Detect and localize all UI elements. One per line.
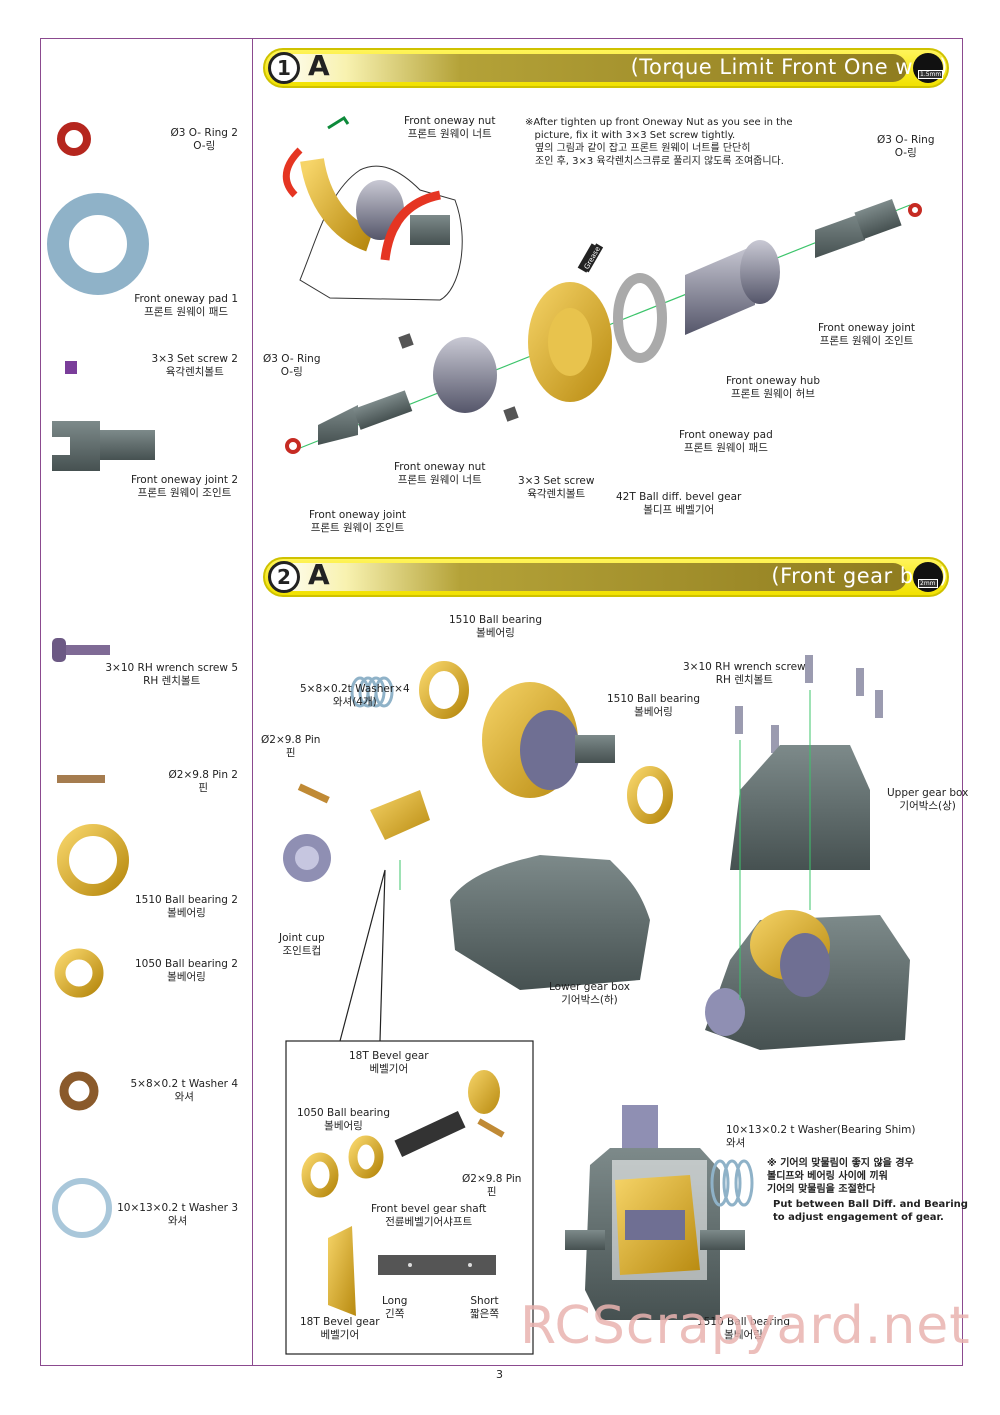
washer-5x8-icon bbox=[59, 1071, 99, 1111]
parts-column-divider bbox=[252, 38, 253, 1366]
hex-wrench-icon: 1.5mm bbox=[913, 53, 944, 83]
gearbox-exploded-view bbox=[283, 661, 673, 990]
gearbox-cutaway-view bbox=[565, 1105, 754, 1320]
step2-number-badge: 2 bbox=[268, 561, 300, 593]
upper-gearbox-assembly bbox=[705, 655, 910, 1050]
step1-note-en: ※After tighten up front Oneway Nut as yo… bbox=[525, 117, 793, 141]
hand-tightening-illustration bbox=[282, 115, 463, 301]
watermark: RCScrapyard.net bbox=[520, 1296, 971, 1356]
o-ring-icon bbox=[57, 122, 91, 156]
wrench-screw-icon bbox=[52, 638, 110, 662]
hex-wrench-icon: 2mm bbox=[913, 562, 943, 592]
oneway-joint-icon bbox=[52, 421, 155, 471]
step2-letter: A bbox=[308, 558, 330, 591]
shim-note-ko: ※ 기어의 맞물림이 좋지 않을 경우 볼디프와 베어링 사이에 끼워 기어의 … bbox=[767, 1158, 914, 1195]
ball-bearing-1050-icon bbox=[54, 948, 104, 998]
step1-title: (Torque Limit Front One way) bbox=[630, 55, 948, 79]
step1-banner bbox=[263, 48, 949, 88]
shim-note-en: Put between Ball Diff. and Bearing to ad… bbox=[773, 1199, 968, 1223]
pin-icon bbox=[57, 775, 105, 783]
bevel-gear-detail-box bbox=[285, 869, 534, 1355]
ball-bearing-1510-icon bbox=[57, 824, 129, 896]
oneway-pad-icon bbox=[47, 193, 149, 295]
torque-limit-exploded-view bbox=[285, 199, 922, 454]
step2-banner bbox=[263, 557, 949, 597]
step1-number-badge: 1 bbox=[268, 52, 300, 84]
label-bearing-shim: 10×13×0.2 t Washer(Bearing Shim)와셔 bbox=[726, 1124, 916, 1149]
page-frame bbox=[40, 38, 963, 1366]
step1-note-ko: 옆의 그림과 같이 잡고 프론트 원웨이 너트를 단단히 조인 후, 3×3 육… bbox=[535, 143, 784, 167]
set-screw-icon bbox=[65, 361, 77, 374]
page-number: 3 bbox=[496, 1368, 503, 1381]
step1-letter: A bbox=[308, 49, 330, 82]
washer-10x13-icon bbox=[52, 1178, 112, 1238]
